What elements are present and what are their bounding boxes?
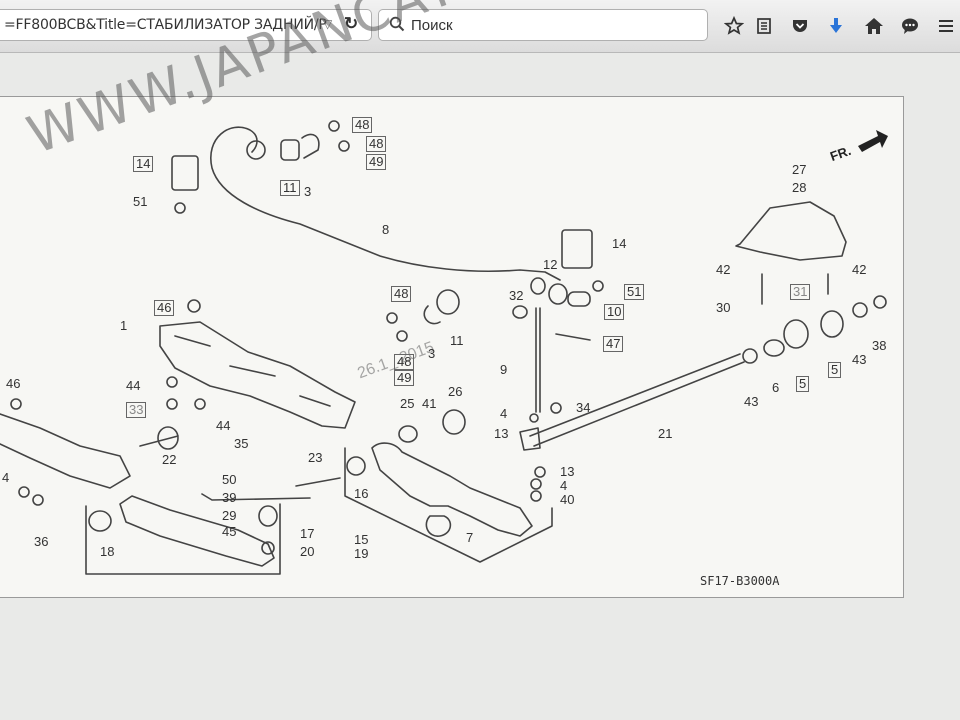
part-label: 36 xyxy=(34,534,49,549)
front-arrow-icon xyxy=(858,130,888,152)
part-label: 17 xyxy=(300,526,315,541)
part-label: 14 xyxy=(612,236,627,251)
browser-toolbar: =FF800BCB&Title=СТАБИЛИЗАТОР ЗАДНИЙ/Р ▽ … xyxy=(0,0,960,53)
part-label: 41 xyxy=(422,396,437,411)
part-label: 18 xyxy=(100,544,115,559)
part-label: 1 xyxy=(120,318,128,333)
part-label: 13 xyxy=(494,426,509,441)
part-label: 48 xyxy=(366,136,387,152)
url-dropdown-icon[interactable]: ▽ xyxy=(323,17,333,31)
part-label: 16 xyxy=(354,486,369,501)
part-label: 31 xyxy=(790,284,811,300)
part-label: 38 xyxy=(872,338,887,353)
download-icon[interactable] xyxy=(822,12,850,40)
bookmark-star-icon[interactable] xyxy=(720,12,748,40)
reload-icon[interactable]: ↻ xyxy=(344,14,359,33)
part-label: 44 xyxy=(126,378,141,393)
part-label: 6 xyxy=(772,380,780,395)
part-label: 21 xyxy=(658,426,673,441)
part-label: 48 xyxy=(352,117,373,133)
part-label: 35 xyxy=(234,436,249,451)
url-text[interactable]: =FF800BCB&Title=СТАБИЛИЗАТОР ЗАДНИЙ/Р xyxy=(4,17,327,33)
part-label: 42 xyxy=(852,262,867,277)
part-label: 33 xyxy=(126,402,147,418)
part-label: 40 xyxy=(560,492,575,507)
part-label: 25 xyxy=(400,396,415,411)
part-label: 11 xyxy=(450,333,464,348)
part-label: 51 xyxy=(133,194,148,209)
part-label: 4 xyxy=(500,406,508,421)
suspension-parts-diagram xyxy=(0,120,888,575)
part-label: 43 xyxy=(852,352,867,367)
part-label: 13 xyxy=(560,464,575,479)
url-bar[interactable]: =FF800BCB&Title=СТАБИЛИЗАТОР ЗАДНИЙ/Р ▽ … xyxy=(0,9,372,41)
part-label: 45 xyxy=(222,524,237,539)
part-label: 48 xyxy=(394,354,415,370)
part-label: 44 xyxy=(216,418,231,433)
search-input[interactable] xyxy=(411,16,691,34)
part-label: 51 xyxy=(624,284,645,300)
part-label: 9 xyxy=(500,362,508,377)
part-label: 4 xyxy=(2,470,10,485)
part-label: 3 xyxy=(428,346,436,361)
part-label: 22 xyxy=(162,452,177,467)
part-label: 49 xyxy=(366,154,387,170)
chat-icon[interactable] xyxy=(896,12,924,40)
part-label: 43 xyxy=(744,394,759,409)
part-label: 39 xyxy=(222,490,237,505)
part-label: 11 xyxy=(280,180,300,196)
part-label: 7 xyxy=(466,530,474,545)
part-label: 14 xyxy=(133,156,154,172)
bookmarks-list-icon[interactable] xyxy=(750,12,778,40)
diagram-code: SF17-B3000A xyxy=(700,574,780,588)
part-label: 29 xyxy=(222,508,237,523)
part-label: 4 xyxy=(560,478,568,493)
search-icon xyxy=(389,16,405,37)
part-label: 15 xyxy=(354,532,369,547)
part-label: 34 xyxy=(576,400,591,415)
part-label: 10 xyxy=(604,304,625,320)
part-label: 19 xyxy=(354,546,369,561)
part-label: 5 xyxy=(796,376,810,392)
diagram-sheet xyxy=(0,96,904,598)
part-label: 20 xyxy=(300,544,315,559)
home-icon[interactable] xyxy=(860,12,888,40)
part-label: 23 xyxy=(308,450,323,465)
part-label: 26 xyxy=(448,384,463,399)
pocket-icon[interactable] xyxy=(786,12,814,40)
part-label: 50 xyxy=(222,472,237,487)
part-label: 46 xyxy=(6,376,21,391)
part-label: 30 xyxy=(716,300,731,315)
part-label: 48 xyxy=(391,286,412,302)
part-label: 3 xyxy=(304,184,312,199)
part-label: 32 xyxy=(509,288,524,303)
part-label: 28 xyxy=(792,180,807,195)
part-label: 27 xyxy=(792,162,807,177)
search-box[interactable] xyxy=(378,9,708,41)
part-label: 12 xyxy=(543,257,558,272)
menu-icon[interactable] xyxy=(932,12,960,40)
part-label: 46 xyxy=(154,300,175,316)
part-label: 5 xyxy=(828,362,842,378)
part-label: 42 xyxy=(716,262,731,277)
part-label: 8 xyxy=(382,222,390,237)
part-label: 49 xyxy=(394,370,415,386)
part-label: 47 xyxy=(603,336,624,352)
